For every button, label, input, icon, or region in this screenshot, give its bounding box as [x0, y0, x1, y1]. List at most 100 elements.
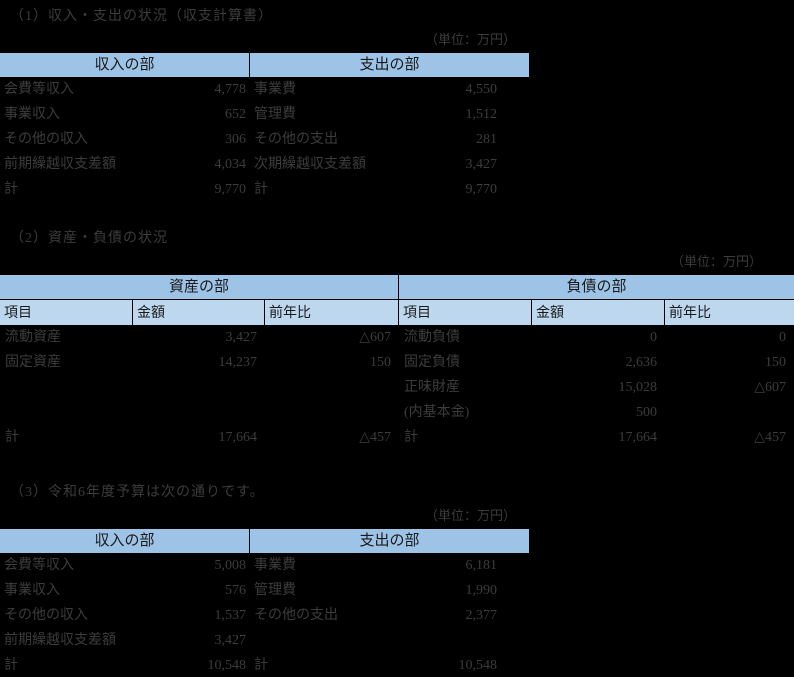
- expense-total-label: 計: [254, 658, 268, 673]
- liability-yoy: 0: [779, 330, 786, 345]
- income-section-header: 収入の部: [0, 529, 250, 553]
- income-total-label: 計: [4, 182, 18, 197]
- expense-section-header: 支出の部: [250, 529, 529, 553]
- income-item: 事業収入: [4, 583, 60, 598]
- asset-item: 流動資産: [5, 330, 61, 345]
- liability-amount: 2,636: [625, 355, 658, 370]
- income-amount: 576: [225, 583, 246, 598]
- income-item: 会費等収入: [4, 82, 74, 97]
- liability-amount: 500: [636, 405, 657, 420]
- table-row: その他の収入 306 その他の支出 281: [0, 127, 529, 152]
- expense-item: 次期繰越収支差額: [254, 157, 366, 172]
- table-total-row: 計 17,664 △457 計 17,664 △457: [0, 425, 794, 450]
- income-amount: 4,034: [214, 157, 247, 172]
- asset-yoy: 150: [370, 355, 391, 370]
- expense-amount: 1,512: [465, 107, 498, 122]
- asset-total-amount: 17,664: [218, 430, 258, 445]
- expense-item: その他の支出: [254, 608, 338, 623]
- table2-group-header-row: 資産の部 負債の部: [0, 275, 794, 300]
- table-row: 固定資産 14,237 150 固定負債 2,636 150: [0, 350, 794, 375]
- table2-column-header-row: 項目 金額 前年比 項目 金額 前年比: [0, 300, 794, 325]
- table-row: 前期繰越収支差額 3,427: [0, 628, 529, 653]
- liability-item: 流動負債: [404, 330, 460, 345]
- liabilities-section-header: 負債の部: [399, 275, 794, 300]
- table-row: 流動資産 3,427 △607 流動負債 0 0: [0, 325, 794, 350]
- income-amount: 652: [225, 107, 246, 122]
- liability-amount: 15,028: [618, 380, 658, 395]
- expense-amount: 6,181: [465, 558, 498, 573]
- liability-yoy: [665, 400, 794, 425]
- expense-amount: 3,427: [465, 157, 498, 172]
- table3-header-row: 収入の部 支出の部: [0, 529, 529, 553]
- income-amount: 306: [225, 132, 246, 147]
- asset-total-yoy: △457: [359, 430, 391, 445]
- expense-item: その他の支出: [254, 132, 338, 147]
- liability-yoy: 150: [765, 355, 786, 370]
- asset-amount-header: 金額: [133, 300, 265, 325]
- section1-unit-label: （単位：万円）: [424, 32, 516, 47]
- income-amount: 4,778: [214, 82, 247, 97]
- section2-title: （2）資産・負債の状況: [10, 231, 168, 246]
- income-item: 前期繰越収支差額: [4, 157, 116, 172]
- liability-yoy: △607: [754, 380, 786, 395]
- section1-title: （1）収入・支出の状況（収支計算書）: [10, 9, 273, 24]
- asset-yoy-header: 前年比: [265, 300, 399, 325]
- asset-yoy: [265, 375, 399, 400]
- liability-item-header: 項目: [399, 300, 532, 325]
- income-total-amount: 10,548: [207, 658, 247, 673]
- expense-total-amount: 9,770: [465, 182, 498, 197]
- income-item: その他の収入: [4, 132, 88, 147]
- income-section-header: 収入の部: [0, 53, 250, 77]
- income-total-label: 計: [4, 658, 18, 673]
- expense-item: 事業費: [254, 558, 296, 573]
- liability-yoy-header: 前年比: [665, 300, 794, 325]
- income-item: 会費等収入: [4, 558, 74, 573]
- liability-item: 正味財産: [404, 380, 460, 395]
- expense-amount: 1,990: [465, 583, 498, 598]
- income-amount: 1,537: [214, 608, 247, 623]
- expense-amount: [397, 628, 501, 653]
- expense-amount: 2,377: [465, 608, 498, 623]
- liability-total-amount: 17,664: [618, 430, 658, 445]
- expense-item: 管理費: [254, 107, 296, 122]
- table-row: (内基本金) 500: [0, 400, 794, 425]
- income-amount: 5,008: [214, 558, 247, 573]
- asset-item-header: 項目: [0, 300, 133, 325]
- income-item: 前期繰越収支差額: [4, 633, 116, 648]
- asset-item: [0, 375, 133, 400]
- assets-section-header: 資産の部: [0, 275, 399, 300]
- asset-yoy: △607: [359, 330, 391, 345]
- income-item: 事業収入: [4, 107, 60, 122]
- section2-unit-label: （単位：万円）: [670, 254, 762, 269]
- income-item: その他の収入: [4, 608, 88, 623]
- expense-item: [250, 628, 397, 653]
- asset-amount: 3,427: [225, 330, 258, 345]
- table-row: 会費等収入 5,008 事業費 6,181: [0, 553, 529, 578]
- section3-unit-label: （単位：万円）: [424, 508, 516, 523]
- asset-amount: [133, 400, 265, 425]
- asset-item: 固定資産: [5, 355, 61, 370]
- liability-item: (内基本金): [404, 405, 470, 420]
- liability-total-yoy: △457: [754, 430, 786, 445]
- liability-total-label: 計: [404, 430, 418, 445]
- assets-liabilities-table: 資産の部 負債の部 項目 金額 前年比 項目 金額 前年比 流動資産 3,427…: [0, 275, 794, 450]
- asset-amount: [133, 375, 265, 400]
- expense-amount: 4,550: [465, 82, 498, 97]
- expense-total-amount: 10,548: [458, 658, 498, 673]
- asset-total-label: 計: [5, 430, 19, 445]
- table-row: 前期繰越収支差額 4,034 次期繰越収支差額 3,427: [0, 152, 529, 177]
- table-row: その他の収入 1,537 その他の支出 2,377: [0, 603, 529, 628]
- expense-amount: 281: [476, 132, 497, 147]
- table1-header-row: 収入の部 支出の部: [0, 53, 529, 77]
- liability-item: 固定負債: [404, 355, 460, 370]
- asset-yoy: [265, 400, 399, 425]
- table-row: 正味財産 15,028 △607: [0, 375, 794, 400]
- table-total-row: 計 10,548 計 10,548: [0, 653, 529, 677]
- income-amount: 3,427: [214, 633, 247, 648]
